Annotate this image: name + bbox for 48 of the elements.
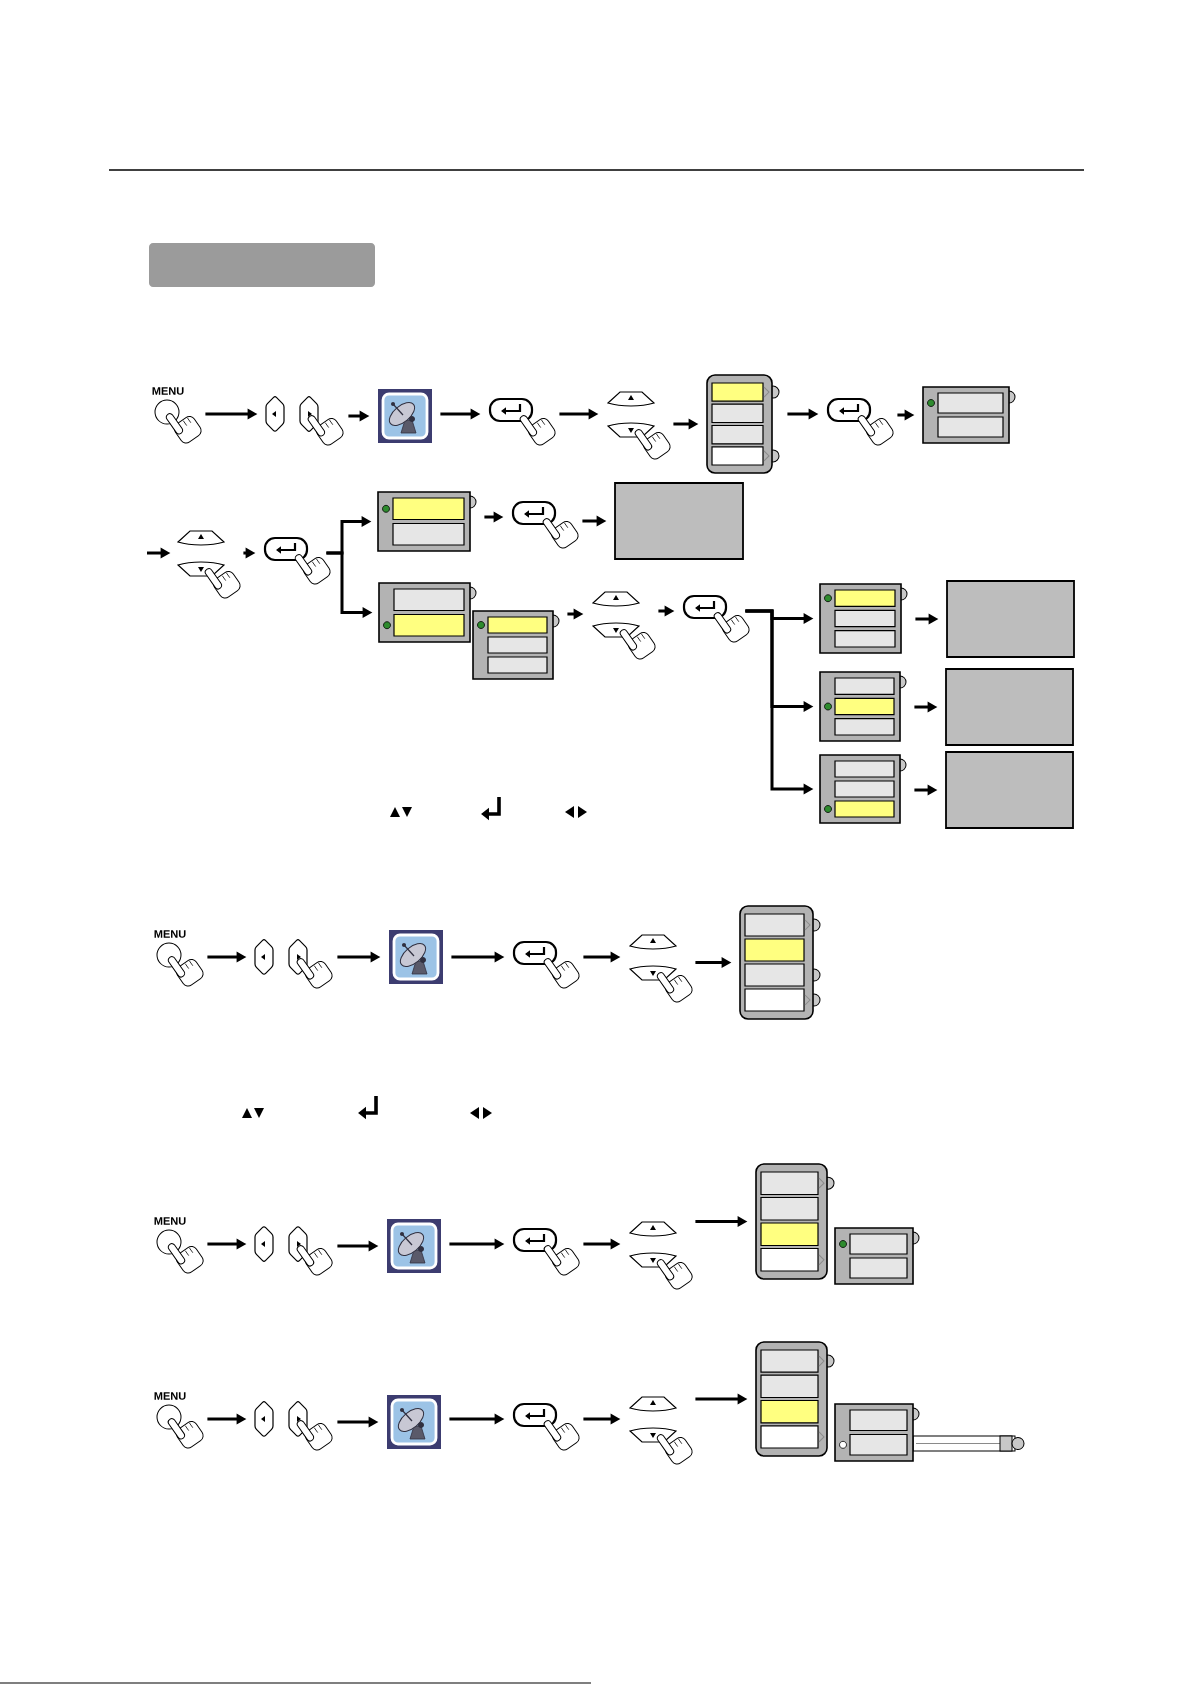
arrow-buttons [254, 1401, 333, 1451]
arrow-buttons [254, 939, 333, 989]
menu-panel [755, 1341, 835, 1457]
submenu-panel [922, 386, 1016, 444]
submenu-panel [819, 583, 908, 654]
arrow-buttons [265, 396, 344, 446]
node-label: MENU [154, 1392, 186, 1400]
satellite-dish-icon [378, 389, 432, 443]
submenu-panel [819, 754, 907, 824]
node-label: MENU [152, 387, 184, 395]
satellite-dish-icon [387, 1395, 441, 1449]
screen-box [945, 751, 1074, 829]
node-label: MENU [154, 930, 186, 938]
submenu-panel [472, 610, 560, 680]
menu-button: MENU [152, 387, 202, 444]
menu-button: MENU [154, 930, 204, 987]
updown-buttons [177, 530, 241, 599]
screen-box [946, 580, 1075, 658]
enter-button [512, 940, 580, 989]
updown-buttons [592, 591, 656, 660]
updown-buttons [607, 391, 671, 460]
satellite-dish-icon [387, 1219, 441, 1273]
enter-button [511, 500, 579, 549]
submenu-panel [834, 1403, 920, 1462]
menu-button: MENU [154, 1217, 204, 1274]
submenu-panel [834, 1227, 920, 1285]
node-label: MENU [154, 1217, 186, 1225]
screen-box [945, 668, 1074, 746]
menu-panel [755, 1163, 835, 1280]
enter-button [512, 1402, 580, 1451]
submenu-panel [378, 582, 477, 643]
satellite-dish-icon [389, 930, 443, 984]
enter-button [682, 594, 750, 643]
menu-button: MENU [154, 1392, 204, 1449]
arrow-buttons [254, 1226, 333, 1276]
updown-buttons [629, 1221, 693, 1290]
heading-bar [149, 243, 375, 287]
enter-button [488, 397, 556, 446]
submenu-panel [377, 491, 477, 552]
screen-box [614, 482, 744, 560]
updown-buttons [629, 1396, 693, 1465]
submenu-panel [819, 671, 907, 742]
enter-button [263, 536, 331, 585]
enter-button [512, 1227, 580, 1276]
enter-button [826, 397, 894, 446]
menu-panel [706, 374, 780, 474]
menu-panel [739, 905, 821, 1020]
updown-buttons [629, 934, 693, 1003]
